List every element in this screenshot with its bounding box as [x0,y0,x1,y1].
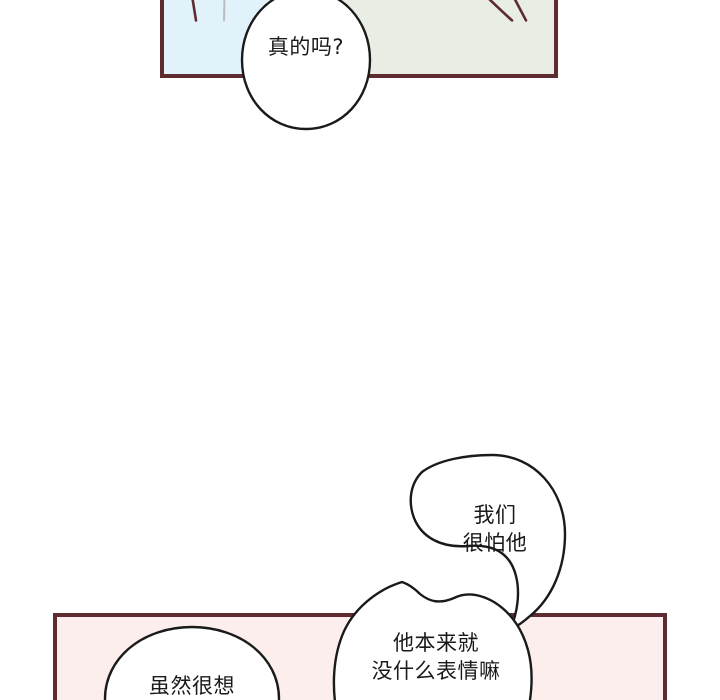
left-character-lineart [191,0,198,22]
speech-bubble-afraid-outline [409,453,567,633]
bubble-line: 真的吗? [267,35,345,59]
speech-bubble-expression: 他本来就 没什么表情嘛 [330,580,536,700]
top-panel [160,0,558,78]
speech-bubble-want: 虽然很想 [102,625,282,700]
bubble-line: 虽然很想 [149,674,235,698]
bubble-line: 很怕他 [462,530,528,555]
speech-bubble-really-text: 真的吗? [239,0,373,132]
right-character-lineart [488,0,528,22]
speech-bubble-really: 真的吗? [239,0,373,132]
bubble-line: 他本来就 [393,631,479,655]
bubble-line: 没什么表情嘛 [371,658,501,683]
speech-bubble-afraid-text: 我们 很怕他 [406,452,570,630]
speech-bubble-want-outline [103,625,281,700]
speech-bubble-want-text: 虽然很想 [102,625,282,700]
speech-bubble-expression-outline [332,580,533,700]
speech-bubble-afraid: 我们 很怕他 [406,452,570,633]
speech-bubble-expression-text: 他本来就 没什么表情嘛 [330,580,536,700]
bubble-line: 我们 [473,503,517,527]
speech-bubble-really-outline [240,0,372,131]
